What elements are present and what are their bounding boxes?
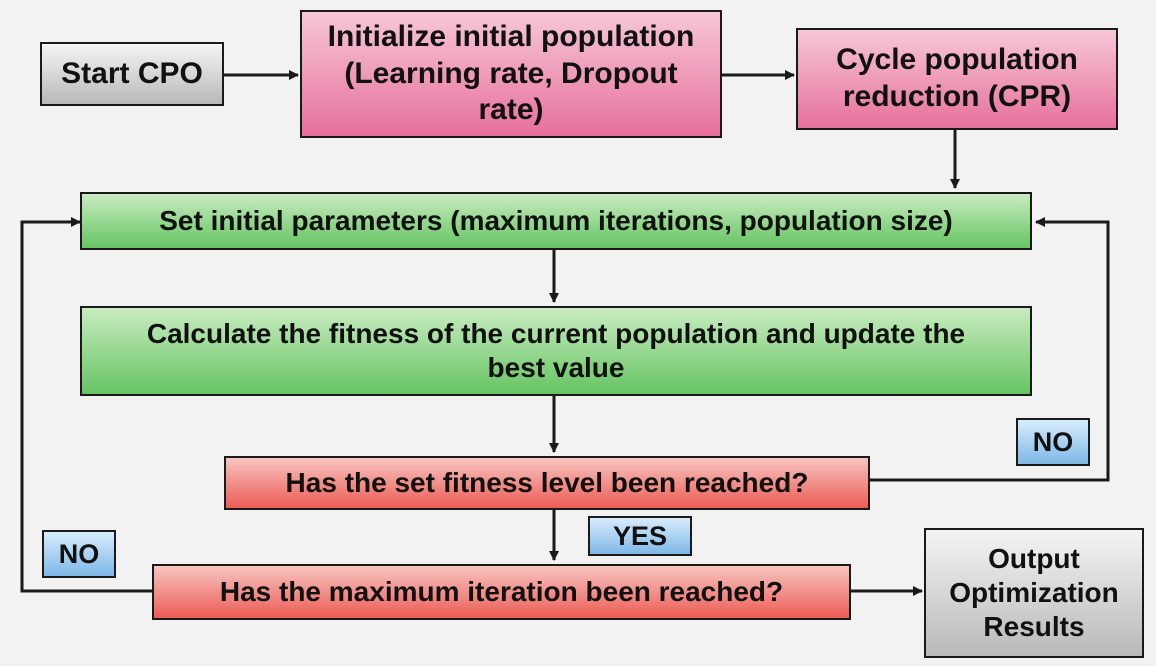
initialize-population-node: Initialize initial population (Learning … (300, 10, 722, 138)
start-node-text: Start CPO (61, 56, 203, 90)
calculate-fitness-node: Calculate the fitness of the current pop… (80, 306, 1032, 396)
fitness-check-node: Has the set fitness level been reached? (224, 456, 870, 510)
cycle-population-reduction-text: Cycle population reduction (CPR) (836, 43, 1078, 113)
initialize-population-text: Initialize initial population (Learning … (327, 20, 695, 127)
cycle-population-reduction-node: Cycle population reduction (CPR) (796, 28, 1118, 130)
set-parameters-node: Set initial parameters (maximum iteratio… (80, 192, 1032, 250)
no-label-left: NO (42, 530, 116, 578)
start-node: Start CPO (40, 42, 224, 106)
max-iteration-check-text: Has the maximum iteration been reached? (219, 575, 784, 607)
no-label-left-text: NO (58, 538, 100, 569)
no-label-right-text: NO (1032, 426, 1074, 457)
output-results-node: Output Optimization Results (924, 528, 1144, 658)
max-iteration-check-node: Has the maximum iteration been reached? (152, 564, 851, 620)
output-results-text: Output Optimization Results (949, 542, 1119, 643)
fitness-check-text: Has the set fitness level been reached? (285, 466, 809, 498)
yes-label: YES (588, 516, 692, 556)
no-label-right: NO (1016, 418, 1090, 466)
set-parameters-text: Set initial parameters (maximum iteratio… (159, 204, 953, 236)
calculate-fitness-text: Calculate the fitness of the current pop… (146, 317, 966, 383)
yes-label-text: YES (612, 520, 668, 551)
